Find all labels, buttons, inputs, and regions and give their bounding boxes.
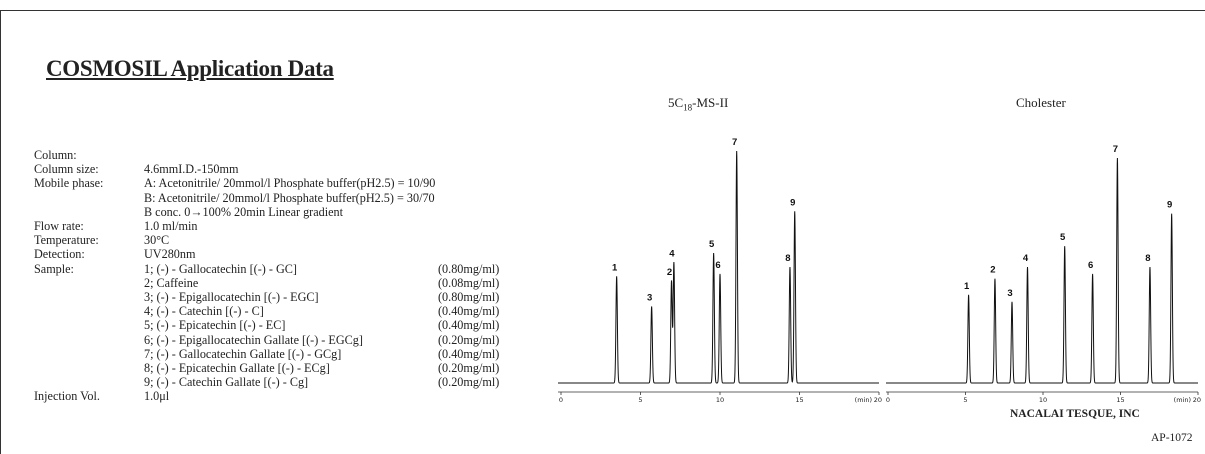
sample-concentration: (0.20mg/ml) [438,332,500,347]
x-tick-label: 10 [1039,396,1047,404]
peak-label: 9 [790,197,795,208]
sample-concentration: (0.40mg/ml) [438,346,500,361]
peak-label: 7 [732,137,737,148]
sample-concentration: (0.20mg/ml) [438,375,500,390]
sample-concentration: (0.80mg/ml) [438,261,500,276]
x-tick-label: 5 [638,396,642,404]
chart-title-msii: 5C18-MS-II [668,95,728,113]
sample-name: 8; (-) - Epicatechin Gallate [(-) - ECg] [144,361,330,375]
injection-label: Injection Vol. [34,389,100,404]
peak-label: 4 [669,248,675,259]
condition-label: Flow rate: [34,219,84,233]
chromatogram-cholester: 0 5 10 15 20(min) 1 2 3 4 5 6 7 8 9 [886,144,1201,404]
sample-name: 2; Caffeine [144,275,199,290]
chromatogram-trace [558,150,879,384]
peak-label: 2 [990,265,995,276]
frame-left-border [0,10,1,454]
x-tick-label: 0 [559,396,563,404]
condition-value: B: Acetonitrile/ 20mmol/l Phosphate buff… [144,190,435,205]
x-tick-label: 20 [1193,396,1201,404]
sample-concentration: (0.08mg/ml) [438,275,500,290]
condition-value: B conc. 0→100% 20min Linear gradient [144,204,344,219]
peak-label: 8 [1145,253,1150,264]
x-tick-label: 15 [795,396,803,404]
peak-label: 6 [715,260,720,271]
x-tick-label: 20 [874,396,882,404]
condition-value: 30°C [144,233,170,248]
peak-label: 4 [1023,253,1029,264]
x-unit-label: (min) [1174,396,1191,404]
condition-label: Detection: [34,247,85,262]
condition-label: Mobile phase: [34,176,104,191]
sample-concentration: (0.40mg/ml) [438,304,500,319]
peak-label: 9 [1167,200,1172,211]
peak-label: 1 [964,281,970,292]
chart-title-rest: -MS-II [692,95,729,110]
condition-label: Temperature: [34,233,99,248]
sample-name: 3; (-) - Epigallocatechin [(-) - EGC] [144,290,319,304]
chart-title-sub: 18 [683,102,693,113]
peak-label: 7 [1113,144,1118,155]
application-number: AP-1072 [1151,432,1193,444]
x-tick-label: 0 [886,396,890,404]
condition-label: Column size: [34,162,99,177]
peak-label: 3 [1007,288,1012,299]
chromatogram-trace [886,157,1198,384]
condition-value: 4.6mmI.D.-150mm [144,162,239,177]
x-tick-label: 15 [1116,396,1124,404]
sample-name: 9; (-) - Catechin Gallate [(-) - Cg] [144,375,309,390]
condition-value: A: Acetonitrile/ 20mmol/l Phosphate buff… [144,176,436,191]
sample-concentration: (0.40mg/ml) [438,318,500,333]
chart-title-cholester: Cholester [1016,95,1066,110]
injection-value: 1.0μl [144,389,170,404]
condition-label: Column: [34,148,77,162]
peak-label: 5 [709,239,715,250]
peak-label: 5 [1060,232,1066,243]
sample-name: 5; (-) - Epicatechin [(-) - EC] [144,318,286,333]
sample-concentration: (0.80mg/ml) [438,290,500,304]
condition-value: UV280nm [144,247,196,262]
chart-title-main: 5C [668,95,684,110]
x-unit-label: (min) [855,396,872,404]
sample-name: 6; (-) - Epigallocatechin Gallate [(-) -… [144,332,363,347]
peak-label: 6 [1088,260,1093,271]
sample-name: 4; (-) - Catechin [(-) - C] [144,304,264,319]
frame-top-border [0,10,1205,11]
maker-name: NACALAI TESQUE, INC [1010,408,1140,420]
sample-name: 1; (-) - Gallocatechin [(-) - GC] [144,261,297,276]
sample-name: 7; (-) - Gallocatechin Gallate [(-) - GC… [144,346,342,361]
x-tick-label: 10 [716,396,724,404]
sample-label: Sample: [34,261,74,276]
peak-label: 8 [785,253,790,264]
peak-label: 2 [667,267,672,278]
sample-concentration: (0.20mg/ml) [438,361,500,375]
x-tick-label: 5 [963,396,967,404]
page-title: COSMOSIL Application Data [46,56,334,81]
peak-label: 1 [612,262,618,273]
peak-label: 3 [647,292,652,303]
condition-value: 1.0 ml/min [144,219,198,233]
